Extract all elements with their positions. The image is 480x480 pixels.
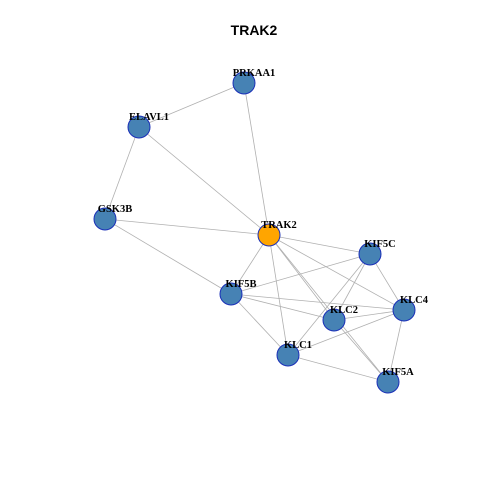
node-klc1[interactable]: KLC1 — [276, 340, 312, 367]
node-circle[interactable] — [322, 308, 346, 332]
node-circle[interactable] — [93, 207, 117, 231]
node-circle[interactable] — [392, 298, 416, 322]
node-label: PRKAA1 — [233, 68, 276, 79]
diagram-title: TRAK2 — [231, 22, 278, 38]
node-label: KIF5A — [382, 367, 414, 378]
edge-kif5c-kif5b — [230, 253, 371, 295]
edge-kif5c-klc1 — [287, 253, 371, 356]
node-circle[interactable] — [358, 242, 382, 266]
node-label: KLC4 — [400, 295, 429, 306]
node-circle[interactable] — [376, 370, 400, 394]
edge-elavl1-trak2 — [138, 126, 270, 236]
node-label: GSK3B — [98, 204, 132, 215]
node-elavl1[interactable]: ELAVL1 — [127, 112, 169, 139]
node-circle[interactable] — [276, 343, 300, 367]
node-label: KIF5B — [226, 279, 257, 290]
node-kif5b[interactable]: KIF5B — [219, 279, 257, 306]
edge-klc2-kif5a — [333, 319, 389, 383]
edge-trak2-kif5a — [268, 234, 389, 383]
node-circle[interactable] — [127, 115, 151, 139]
node-circle[interactable] — [232, 71, 256, 95]
edge-trak2-klc4 — [268, 234, 405, 311]
edge-kif5b-klc4 — [230, 293, 405, 311]
node-trak2[interactable]: TRAK2 — [257, 220, 297, 247]
node-klc2[interactable]: KLC2 — [322, 305, 358, 332]
edge-elavl1-gsk3b — [104, 126, 140, 220]
node-label: ELAVL1 — [129, 112, 169, 123]
node-gsk3b[interactable]: GSK3B — [93, 204, 132, 231]
edge-prkaa1-trak2 — [243, 82, 270, 236]
edge-gsk3b-trak2 — [104, 218, 270, 236]
node-kif5c[interactable]: KIF5C — [358, 239, 396, 266]
node-prkaa1[interactable]: PRKAA1 — [232, 68, 276, 95]
edge-klc4-kif5a — [387, 309, 405, 383]
edge-klc4-klc1 — [287, 309, 405, 356]
edge-kif5b-klc1 — [230, 293, 289, 356]
edge-kif5b-klc2 — [230, 293, 335, 321]
edge-gsk3b-kif5b — [104, 218, 232, 295]
edge-trak2-klc2 — [268, 234, 335, 321]
edge-trak2-kif5c — [268, 234, 371, 255]
node-circle[interactable] — [257, 223, 281, 247]
node-label: KLC1 — [284, 340, 312, 351]
node-label: KIF5C — [364, 239, 396, 250]
edge-trak2-klc1 — [268, 234, 289, 356]
node-circle[interactable] — [219, 282, 243, 306]
edge-kif5c-klc2 — [333, 253, 371, 321]
edge-klc1-kif5a — [287, 354, 389, 383]
edge-klc4-klc2 — [333, 309, 405, 321]
node-klc4[interactable]: KLC4 — [392, 295, 429, 322]
node-label: KLC2 — [330, 305, 358, 316]
node-label: TRAK2 — [261, 220, 297, 231]
edge-trak2-kif5b — [230, 234, 270, 295]
edge-prkaa1-elavl1 — [138, 82, 245, 128]
node-kif5a[interactable]: KIF5A — [376, 367, 414, 394]
